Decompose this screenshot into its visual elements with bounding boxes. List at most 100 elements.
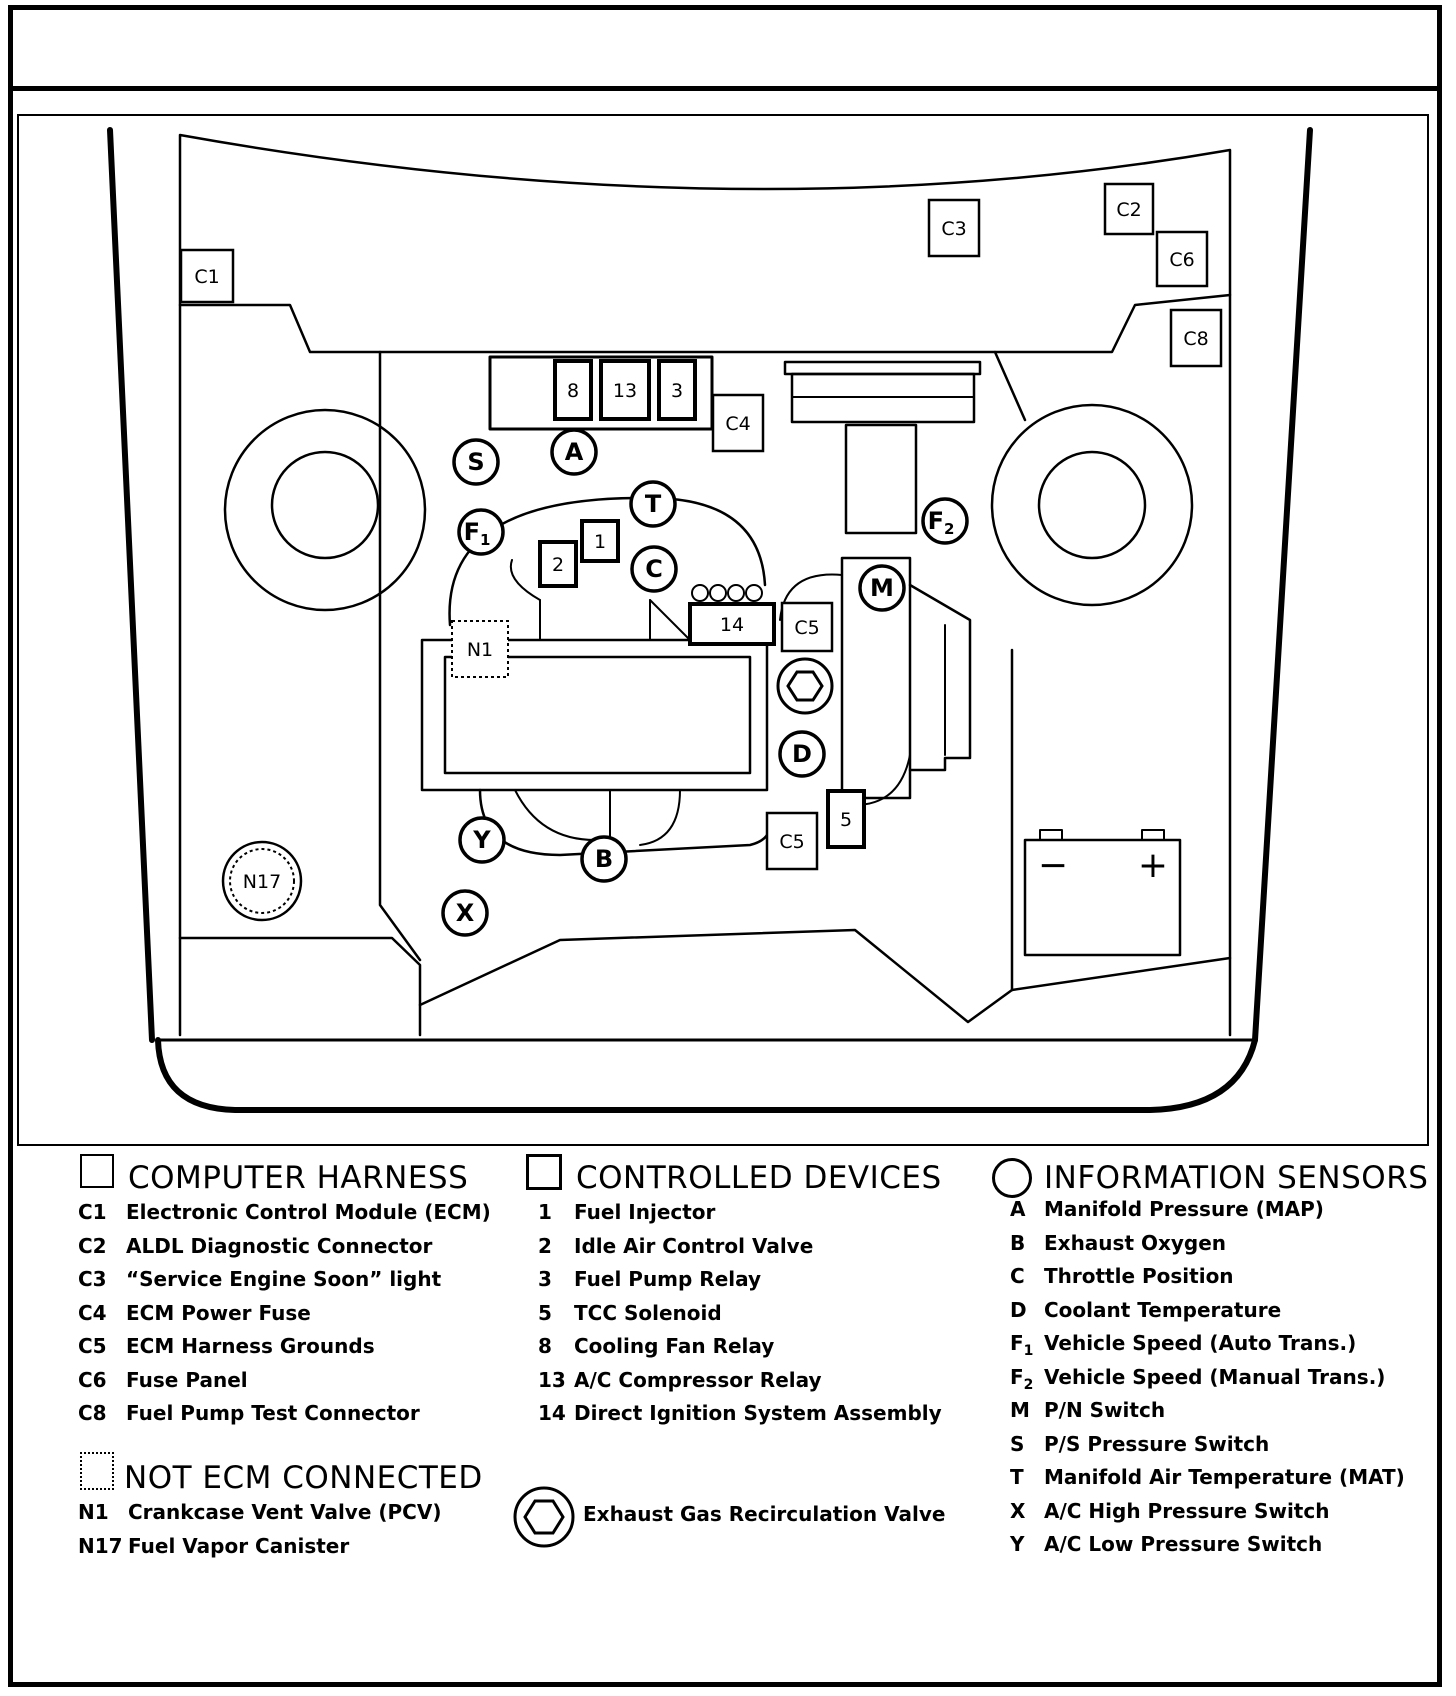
air-duct bbox=[844, 423, 918, 535]
legend-code: C bbox=[1010, 1264, 1025, 1288]
harness-loop-lower bbox=[478, 788, 772, 857]
battery-minus: − bbox=[1038, 845, 1068, 886]
device-box-d2: 2 bbox=[538, 540, 578, 588]
sensor-f2: F2 bbox=[921, 497, 969, 545]
svg-text:N17: N17 bbox=[243, 871, 281, 893]
sensor-label: D bbox=[792, 740, 812, 768]
left-strut-tower-edge bbox=[378, 350, 422, 962]
legend-text: Cooling Fan Relay bbox=[574, 1334, 775, 1358]
legend-code: X bbox=[1010, 1498, 1026, 1523]
device-box-d5: 5 bbox=[826, 789, 866, 849]
legend-text: ALDL Diagnostic Connector bbox=[126, 1233, 433, 1258]
device-box-label: 14 bbox=[720, 614, 744, 636]
diagram-frame bbox=[17, 114, 1429, 1146]
intake-manifold bbox=[420, 638, 769, 792]
not-ecm-symbol bbox=[80, 1452, 114, 1490]
legend-code: N1 bbox=[78, 1500, 109, 1524]
legend-code: C4 bbox=[78, 1300, 107, 1325]
battery-post-pos bbox=[1141, 829, 1165, 841]
legend-text: “Service Engine Soon” light bbox=[126, 1267, 442, 1291]
device-box-d8: 8 bbox=[553, 359, 593, 421]
legend-code: C3 bbox=[78, 1267, 107, 1291]
legend-text: ECM Harness Grounds bbox=[126, 1334, 375, 1358]
legend-text: Fuse Panel bbox=[126, 1367, 248, 1392]
legend-item: C3 “Service Engine Soon” light bbox=[78, 1267, 441, 1291]
harness-box-c8: C8 bbox=[1169, 308, 1223, 368]
legend-text: Vehicle Speed (Auto Trans.) bbox=[1044, 1331, 1357, 1355]
legend-item: 1 Fuel Injector bbox=[538, 1200, 715, 1224]
legend-code: T bbox=[1010, 1465, 1024, 1489]
sensor-x: X bbox=[441, 889, 489, 937]
legend-code: 3 bbox=[538, 1267, 552, 1291]
legend-code: Y bbox=[1010, 1532, 1025, 1556]
harness-box-label: C5 bbox=[794, 617, 819, 639]
legend-code: C1 bbox=[78, 1200, 107, 1224]
legend-code: 14 bbox=[538, 1401, 566, 1425]
left-fender-line bbox=[107, 127, 155, 1043]
harness-box-c1: C1 bbox=[179, 248, 235, 304]
legend-text: Fuel Injector bbox=[574, 1200, 716, 1224]
egr-valve-diagram bbox=[776, 657, 834, 715]
right-strut-edge bbox=[993, 350, 1027, 422]
sensor-label: Y bbox=[472, 826, 491, 854]
sensor-b: B bbox=[580, 835, 628, 883]
legend-code: B bbox=[1010, 1230, 1026, 1255]
legend-code: D bbox=[1010, 1297, 1027, 1322]
legend-text: Manifold Pressure (MAP) bbox=[1044, 1197, 1324, 1221]
device-box-label: 8 bbox=[567, 380, 579, 402]
device-box-d3: 3 bbox=[657, 359, 697, 421]
cradle-bottom bbox=[418, 928, 1014, 1024]
sensor-label: A bbox=[565, 438, 584, 466]
sensor-label: X bbox=[456, 899, 475, 927]
harness-box-label: C3 bbox=[941, 218, 966, 240]
legend-text: Vehicle Speed (Manual Trans.) bbox=[1044, 1364, 1386, 1389]
legend-text: Fuel Vapor Canister bbox=[128, 1533, 350, 1558]
sensor-y: Y bbox=[458, 816, 506, 864]
left-inner-fender-bottom bbox=[178, 936, 422, 1037]
sensor-label: S bbox=[467, 448, 484, 476]
legend-text: Throttle Position bbox=[1044, 1264, 1234, 1288]
right-strut-tower bbox=[990, 403, 1194, 607]
legend-text: Idle Air Control Valve bbox=[574, 1233, 814, 1258]
intake-plenum bbox=[443, 655, 752, 775]
legend-code: 2 bbox=[538, 1233, 552, 1258]
harness-box-label: C1 bbox=[194, 266, 219, 288]
legend-text: Fuel Pump Relay bbox=[574, 1267, 762, 1291]
legend-code: C5 bbox=[78, 1334, 107, 1358]
legend-item: 14 Direct Ignition System Assembly bbox=[538, 1401, 942, 1425]
legend-code: 1 bbox=[538, 1200, 552, 1224]
device-box-label: 5 bbox=[840, 809, 852, 831]
relay-block bbox=[488, 355, 714, 431]
front-bumper bbox=[155, 1037, 1258, 1113]
legend-text: Direct Ignition System Assembly bbox=[574, 1401, 942, 1425]
harness-branch-2 bbox=[509, 559, 541, 601]
computer-harness-title: COMPUTER HARNESS bbox=[128, 1160, 469, 1196]
device-box-label: 2 bbox=[552, 554, 564, 576]
legend-item: 3 Fuel Pump Relay bbox=[538, 1267, 761, 1291]
left-strut-tower bbox=[223, 408, 427, 612]
transaxle-body bbox=[908, 583, 972, 772]
legend-text: A/C Low Pressure Switch bbox=[1044, 1532, 1323, 1556]
not-ecm-n1: N1 bbox=[451, 620, 509, 678]
legend-item: Y A/C Low Pressure Switch bbox=[1010, 1532, 1322, 1556]
legend-code: 5 bbox=[538, 1300, 552, 1325]
sensor-t: T bbox=[629, 480, 677, 528]
legend-code: F1 bbox=[1010, 1331, 1034, 1359]
sensor-label: C bbox=[645, 555, 663, 583]
legend-code: C8 bbox=[78, 1401, 107, 1425]
harness-box-c3: C3 bbox=[927, 198, 981, 258]
right-strut-inner bbox=[1037, 450, 1147, 560]
outer-border bbox=[8, 5, 1442, 1687]
sensor-f1: F1 bbox=[457, 508, 505, 556]
